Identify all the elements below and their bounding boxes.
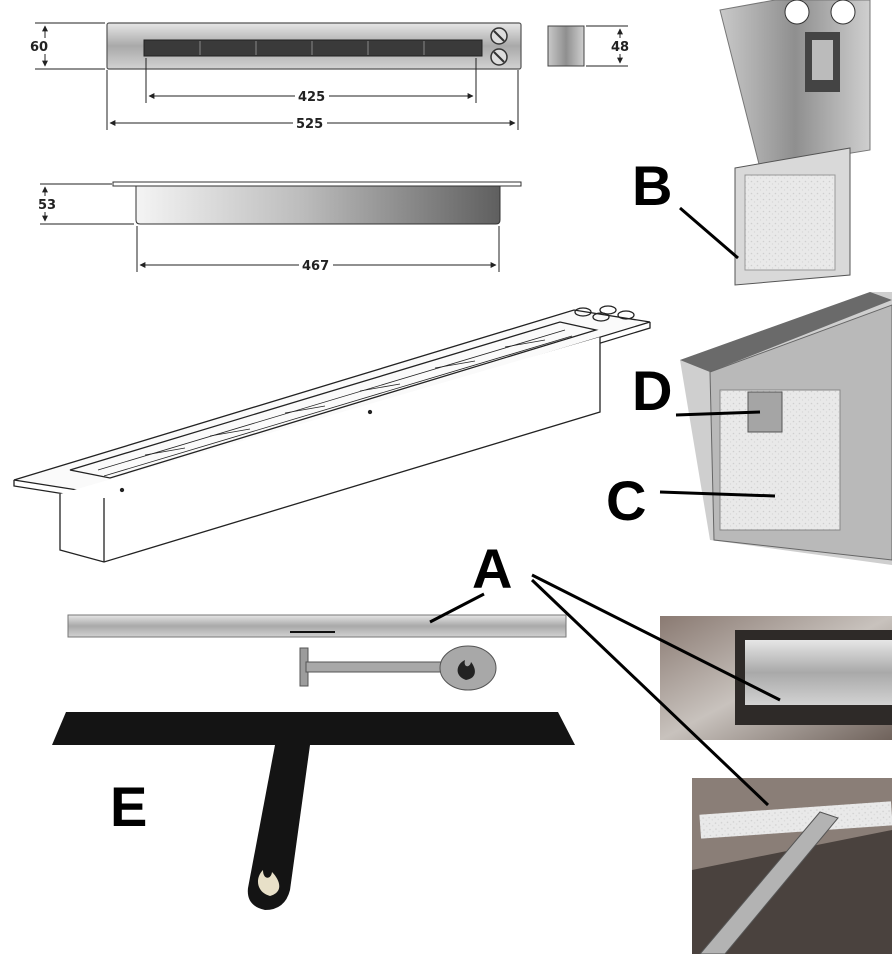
burner-isometric-drawing (13, 305, 651, 563)
warning-sticker-icon (784, 0, 810, 25)
callout-label-a: A (472, 537, 512, 600)
callout-label-d: D (632, 359, 672, 422)
dimension-tank-height: 53 (38, 198, 56, 213)
slot-segments (199, 41, 425, 55)
tank-body (135, 185, 501, 225)
callout-label-b: B (632, 154, 672, 217)
wick-tool (299, 645, 497, 691)
photo-burner-end-view (719, 0, 871, 286)
dimension-slot-length: 425 (298, 90, 325, 105)
callout-lines (429, 206, 781, 807)
flame-icon (257, 870, 280, 896)
photo-slot-closeup (660, 616, 892, 740)
callout-label-c: C (606, 469, 646, 532)
callout-label-e: E (110, 775, 147, 838)
control-knob-icon (490, 48, 508, 66)
warning-sticker-icon (830, 0, 856, 25)
fuel-slot (143, 39, 483, 57)
steel-cover-strip (67, 614, 567, 638)
tank-rim (112, 181, 522, 187)
dimension-side-height: 48 (611, 40, 629, 55)
side-view-drawing: 48 (547, 25, 631, 67)
photo-burner-cross-section (680, 292, 892, 565)
black-snuffer-plate (52, 712, 575, 910)
dimension-tank-length: 467 (302, 259, 329, 274)
burner-side-profile (547, 25, 585, 67)
top-view-drawing: 60 425 525 (28, 22, 522, 132)
dimension-top-height: 60 (30, 40, 48, 55)
dimension-total-length: 525 (296, 117, 323, 132)
photo-wick-tool-in-use (692, 778, 892, 954)
flame-icon (457, 660, 475, 680)
control-knob-icon (490, 27, 508, 45)
tank-front-drawing: 53 467 (36, 181, 522, 274)
